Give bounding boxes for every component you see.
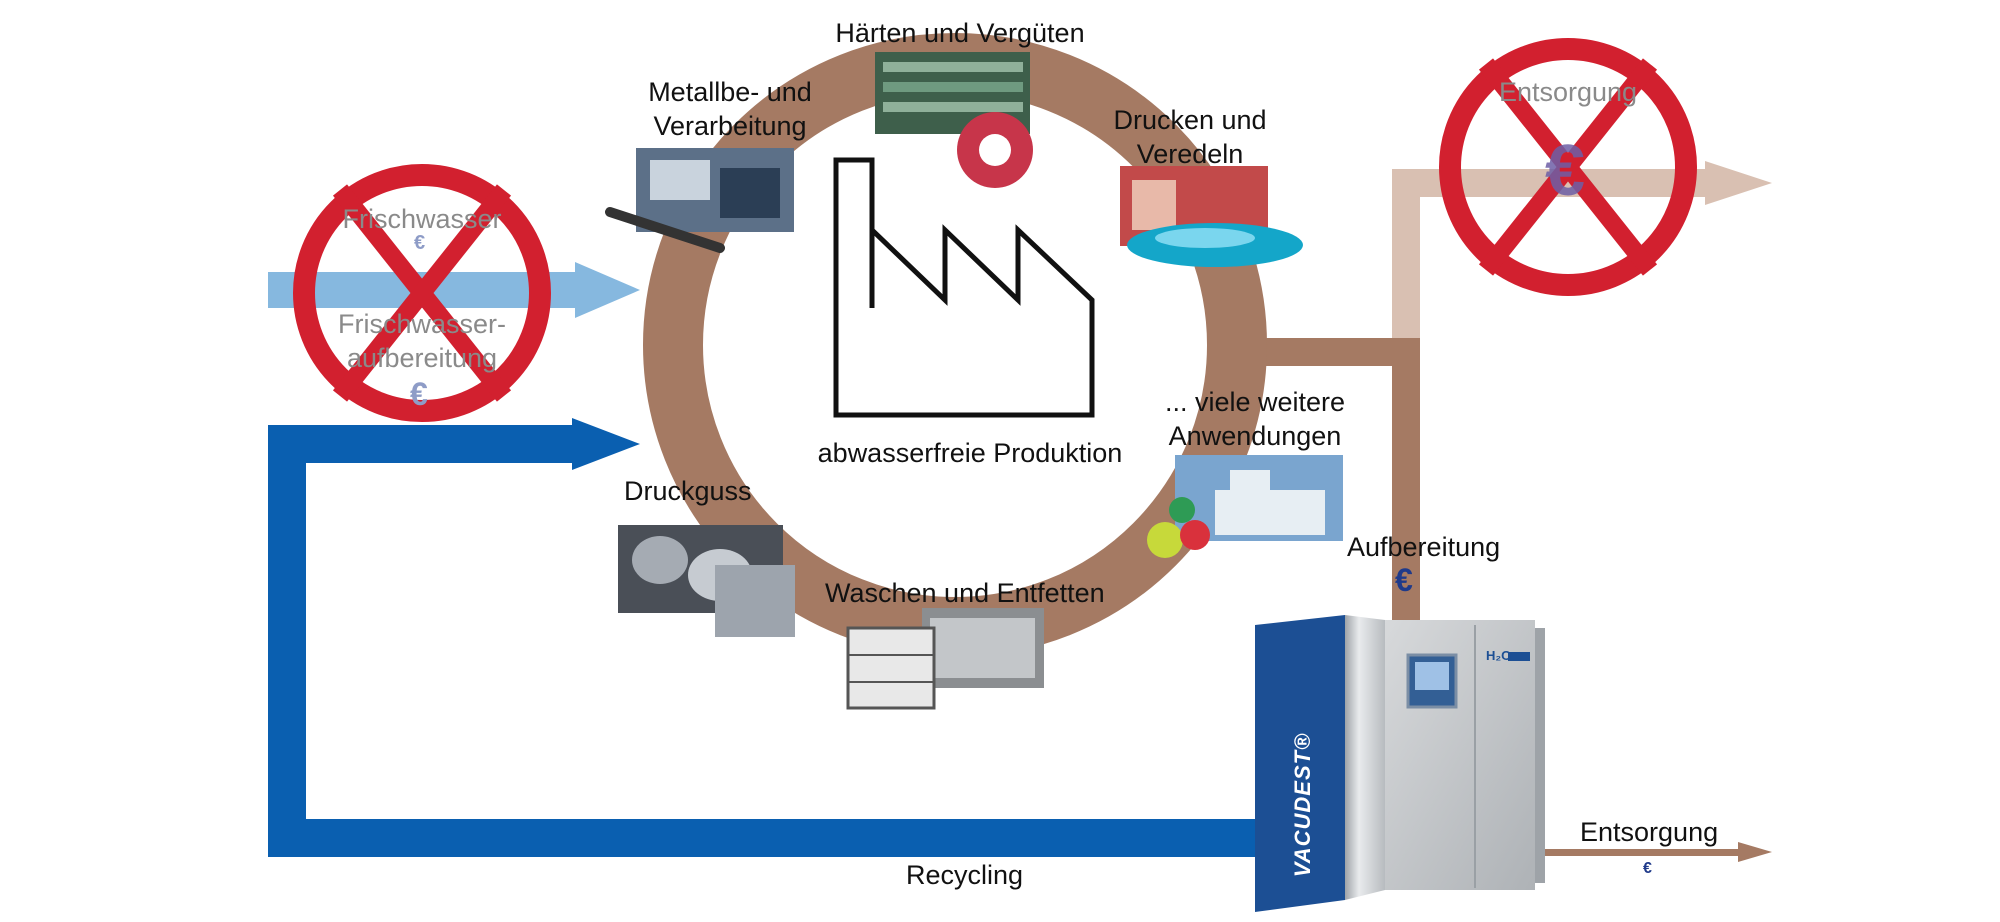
label-treatment-line2: aufbereitung [346,343,498,373]
label-entsorgung-bottom: Entsorgung [1580,817,1719,847]
euro-entsorgung-bottom: € [1643,860,1652,877]
label-frischwasser-aufbereitung: Frischwasser- aufbereitung [312,307,532,375]
label-entsorgung-top: Entsorgung [1498,77,1638,107]
label-treatment-line1: Frischwasser- [337,309,506,339]
prohibition-sign-disposal [1439,38,1697,296]
label-recycling: Recycling [906,860,1024,890]
label-viele: ... viele weitere Anwendungen [1130,385,1380,453]
euro-aufbereitung: € [1395,562,1413,598]
label-viele-line1: ... viele weitere [1164,387,1346,417]
machine-panel-label: H₂O [1486,648,1512,663]
euro-entsorgung-top: € [1545,131,1586,211]
recycling-loop [268,418,1268,857]
euro-frischwasser: € [414,232,426,254]
prohibition-sign-fresh-water [293,164,551,422]
photo-metall [605,148,794,253]
label-aufbereitung: Aufbereitung [1347,532,1501,562]
photo-haerten [875,52,1033,188]
vacudest-machine [1255,615,1545,912]
label-druckguss: Druckguss [624,476,752,506]
label-metall-line2: Verarbeitung [653,111,807,141]
machine-brand: VACUDEST® [1290,732,1315,878]
label-haerten: Härten und Vergüten [835,18,1085,48]
label-waschen: Waschen und Entfetten [825,578,1105,608]
photo-drucken [1120,166,1303,267]
label-drucken-line1: Drucken und [1113,105,1267,135]
euro-frischwasser-aufbereitung: € [410,376,428,412]
photo-waschen [846,608,1044,710]
label-metall: Metallbe- und Verarbeitung [605,75,855,143]
treatment-pipe [1262,338,1420,638]
photo-druckguss [618,525,795,637]
factory-icon [833,157,1095,418]
label-viele-line2: Anwendungen [1168,421,1342,451]
center-label: abwasserfreie Produktion [817,438,1123,468]
label-frischwasser: Frischwasser [342,204,502,234]
label-drucken: Drucken und Veredeln [1075,103,1305,171]
label-metall-line1: Metallbe- und [648,77,812,107]
photo-viele [1147,455,1343,558]
disposal-bottom-arrow [1540,842,1772,862]
label-drucken-line2: Veredeln [1136,139,1244,169]
